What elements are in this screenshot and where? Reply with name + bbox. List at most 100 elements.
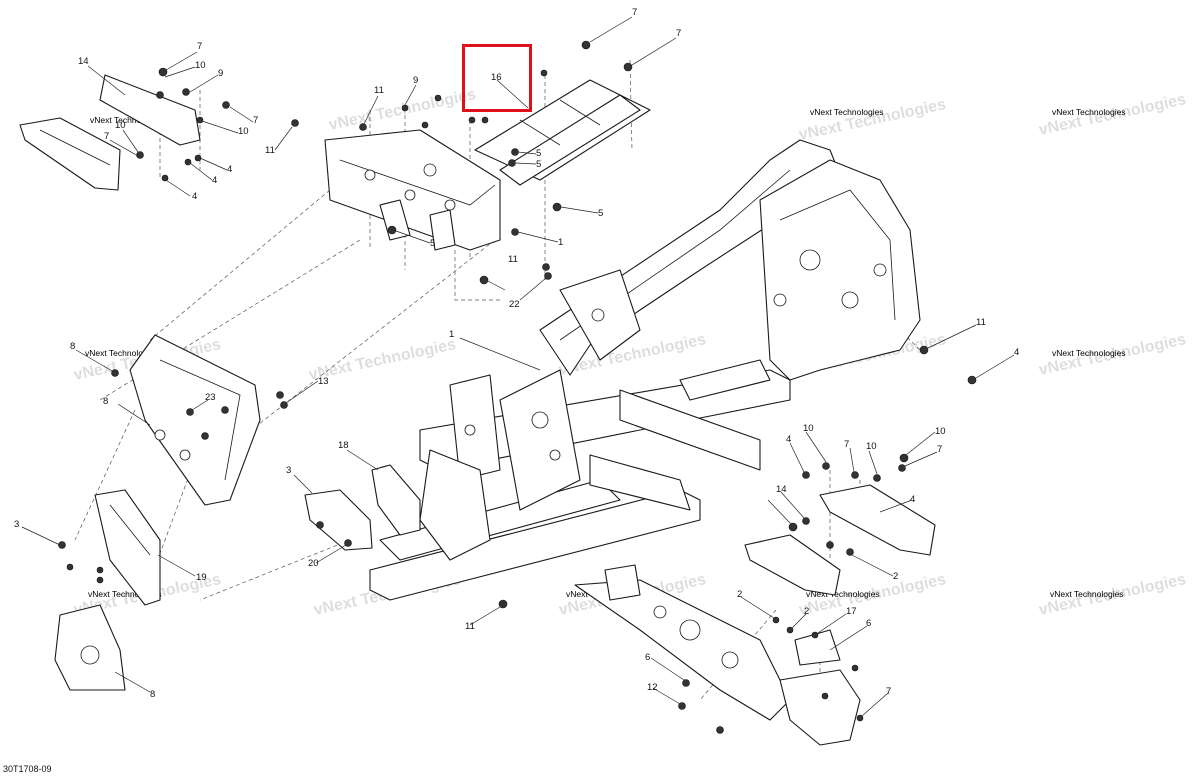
nut-icon <box>967 375 977 385</box>
nut-icon <box>498 599 508 609</box>
callout-label: 2 <box>893 571 898 582</box>
leader-line <box>395 230 431 244</box>
upper-subframe <box>324 79 651 251</box>
bolt-icon <box>811 631 819 639</box>
bracket-hole <box>423 163 437 177</box>
watermark: vNext Technologies <box>85 348 159 358</box>
bolt-icon <box>856 714 864 722</box>
bracket-tab <box>379 199 411 241</box>
leader-line <box>114 671 151 693</box>
callout-label: 16 <box>491 72 502 83</box>
callout-label: 3 <box>286 465 291 476</box>
nut-icon <box>552 202 562 212</box>
leader-line <box>346 449 379 471</box>
bracket-13-hole <box>179 449 191 461</box>
leader-line <box>117 403 151 426</box>
nut-icon <box>387 225 397 235</box>
part-20-bracket <box>94 489 161 606</box>
bolt-icon <box>540 69 548 77</box>
assembly-line <box>454 250 500 301</box>
upper-bracket-plate <box>324 129 501 251</box>
watermark: vNext Technologies <box>1052 348 1126 358</box>
nut-icon <box>291 119 299 127</box>
swing-arm <box>574 579 791 721</box>
leader-line <box>905 431 936 456</box>
nut-icon <box>359 123 367 131</box>
callout-label: 5 <box>536 159 541 170</box>
nut-icon <box>158 67 168 77</box>
callout-label: 11 <box>465 621 475 632</box>
callout-label: 17 <box>846 606 857 617</box>
leader-line <box>122 129 139 153</box>
nut-icon <box>186 408 194 416</box>
bolt-icon <box>434 94 442 102</box>
callout-label: 10 <box>866 441 877 452</box>
bracket-13-hole <box>154 429 166 441</box>
leader-line <box>293 474 313 494</box>
leader-line <box>199 157 228 171</box>
assembly-line <box>149 189 331 341</box>
bracket-17 <box>794 629 841 666</box>
frame-front-plate <box>499 369 581 511</box>
bracket-14-edge <box>39 129 111 166</box>
leader-line <box>975 354 1015 379</box>
part-14-left <box>19 74 201 191</box>
leader-line <box>191 399 209 411</box>
callout-label: 7 <box>253 115 258 126</box>
frame-hole <box>531 411 549 429</box>
callout-label: 7 <box>676 28 681 39</box>
leader-line <box>780 491 805 519</box>
highlight-box <box>462 44 532 112</box>
bolt-icon <box>344 539 352 547</box>
washer-icon <box>851 471 859 479</box>
callout-label: 7 <box>632 7 637 18</box>
callout-label: 3 <box>14 519 19 530</box>
leader-line <box>487 280 506 291</box>
leader-line <box>817 613 847 634</box>
bracket-hole <box>404 189 416 201</box>
callout-label: 11 <box>976 317 986 328</box>
leader-line <box>164 66 196 78</box>
bolt-icon <box>401 104 409 112</box>
leader-lines <box>21 16 1015 717</box>
upper-rack-rail <box>499 94 641 186</box>
leader-line <box>201 120 239 134</box>
upper-rack-cross <box>519 99 601 146</box>
leader-line <box>109 139 139 157</box>
callout-label: 14 <box>78 56 89 67</box>
callout-label: 13 <box>318 376 329 387</box>
callout-label: 6 <box>645 652 650 663</box>
callout-label: 5 <box>598 208 603 219</box>
watermark-layer: vNext Technologies vNext Technologies vN… <box>72 86 1187 619</box>
frame-hole <box>773 293 787 307</box>
bracket-hole <box>364 169 376 181</box>
leader-line <box>868 450 878 475</box>
leader-line <box>229 106 254 123</box>
callout-label: 7 <box>937 444 942 455</box>
callout-label: 10 <box>238 126 249 137</box>
bracket-19-hole <box>80 645 100 665</box>
leader-line <box>652 687 681 705</box>
leader-line <box>189 162 213 181</box>
leader-line <box>315 544 347 564</box>
nut-icon <box>222 101 230 109</box>
bracket-tab <box>429 209 456 251</box>
bracket-14-lower <box>19 117 121 191</box>
bracket-14-upper <box>99 74 201 146</box>
callout-label: 2 <box>737 589 742 600</box>
bracket-23 <box>371 464 421 536</box>
leader-line <box>849 447 855 473</box>
part-23-18 <box>304 464 421 551</box>
callout-label: 4 <box>212 175 217 186</box>
bolt-icon <box>826 541 834 549</box>
leader-line <box>851 554 894 577</box>
washer-icon <box>898 464 906 472</box>
nut-icon <box>221 406 229 414</box>
callout-label: 2 <box>804 606 809 617</box>
leader-line <box>879 499 913 513</box>
nut-icon <box>201 432 209 440</box>
frame-rear-cross-tube <box>679 359 771 401</box>
leader-line <box>631 37 677 66</box>
callout-label: 4 <box>786 434 791 445</box>
